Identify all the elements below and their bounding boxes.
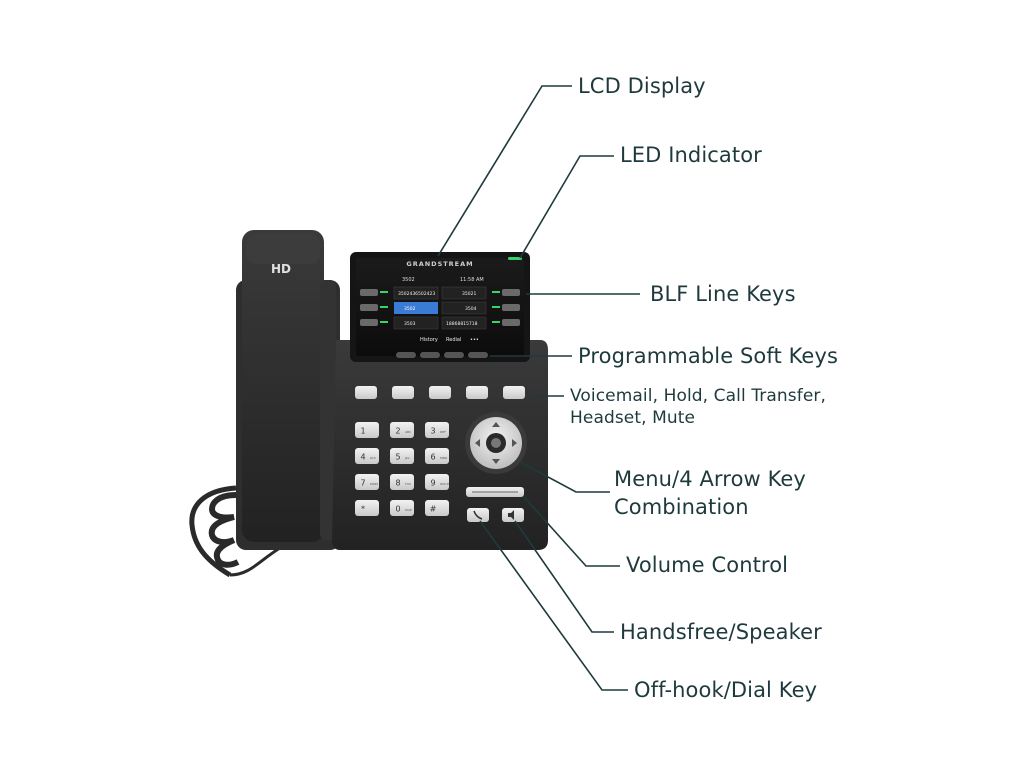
callout-volume: Volume Control	[626, 553, 789, 577]
softkey-label: Redial	[446, 337, 461, 343]
callout-function-keys: Voicemail, Hold, Call Transfer, Headset,…	[570, 386, 826, 428]
keypad-key	[355, 474, 379, 490]
voicemail-key	[355, 386, 377, 399]
keypad-key	[355, 500, 379, 516]
keypad-digit: 1	[360, 427, 365, 436]
keypad-letters: JKL	[404, 456, 410, 460]
function-keys	[355, 386, 525, 399]
screen-clock: 11:58 AM	[460, 277, 484, 283]
blf-label: 3502	[404, 306, 416, 312]
blf-line-keys	[360, 289, 520, 326]
softkey-label: History	[420, 337, 438, 343]
leader-lcd	[437, 85, 572, 257]
brand-logo: GRANDSTREAM	[406, 260, 473, 268]
keypad-key	[390, 474, 414, 490]
keypad-key	[390, 448, 414, 464]
callout-led-indicator: LED Indicator	[620, 143, 762, 167]
keypad-letters: ABC	[405, 430, 411, 434]
blf-tiles: 3502436502423 35021 3502 3504 3503 18868…	[393, 286, 487, 330]
coiled-cord	[189, 485, 240, 578]
keypad-digit: 2	[395, 427, 400, 436]
keypad-digit: 8	[395, 479, 400, 488]
keypad-letters: PQRS	[370, 482, 378, 486]
keypad-key	[425, 500, 449, 516]
blf-label: 3503	[404, 321, 416, 327]
mute-key	[503, 386, 525, 399]
phone-base	[332, 340, 548, 550]
keypad-letters: WXYZ	[440, 482, 449, 486]
hold-key	[392, 386, 414, 399]
leader-volume	[523, 496, 620, 567]
keypad-key	[390, 422, 414, 438]
headset-key	[466, 386, 488, 399]
leader-offhook	[479, 520, 628, 691]
leader-led	[519, 155, 614, 259]
leader-menu	[519, 461, 610, 493]
led-indicator	[508, 257, 522, 260]
callout-soft-keys: Programmable Soft Keys	[578, 344, 839, 368]
callout-offhook: Off-hook/Dial Key	[634, 678, 818, 702]
keypad-key	[425, 422, 449, 438]
keypad-digit: 6	[430, 453, 435, 462]
leader-handsfree	[514, 520, 614, 633]
callout-handsfree: Handsfree/Speaker	[620, 620, 822, 644]
dial-keypad: 1 2 ABC 3 DEF 4 GHI 5 JKL 6 MNO 7 PQRS 8 TUV 9 WXYZ * 0 OQZ…	[355, 422, 449, 516]
keypad-digit: *	[361, 505, 365, 514]
keypad-letters: MNO	[440, 456, 448, 460]
transfer-key	[429, 386, 451, 399]
keypad-key	[355, 422, 379, 438]
keypad-digit: 4	[360, 453, 365, 462]
blf-label: 3502436502423	[398, 291, 435, 297]
keypad-digit: 5	[395, 453, 400, 462]
hd-badge: HD	[271, 262, 291, 276]
keypad-digit: 9	[430, 479, 435, 488]
screen-line: 3502	[402, 277, 415, 283]
keypad-letters: OQZ	[405, 508, 412, 512]
softkey-label: •••	[470, 337, 479, 343]
blf-label: 18868815718	[446, 321, 478, 327]
keypad-letters: TUV	[404, 482, 412, 486]
blf-label: 35021	[462, 291, 476, 297]
callout-menu-arrow: Menu/4 Arrow Key Combination	[614, 467, 806, 519]
keypad-digit: #	[430, 505, 437, 514]
leader-lines	[437, 85, 640, 691]
keypad-key	[390, 500, 414, 516]
offhook-key	[467, 508, 489, 522]
keypad-letters: GHI	[370, 456, 376, 460]
callout-blf-line-keys: BLF Line Keys	[650, 282, 796, 306]
keypad-key	[425, 448, 449, 464]
keypad-digit: 0	[395, 505, 400, 514]
handset	[242, 230, 324, 542]
keypad-key	[355, 448, 379, 464]
lcd-display	[356, 258, 524, 356]
keypad-digit: 7	[360, 479, 365, 488]
blf-label: 3504	[465, 306, 477, 312]
callout-lcd-display: LCD Display	[578, 74, 706, 98]
programmable-soft-keys	[396, 352, 488, 358]
keypad-letters: DEF	[440, 430, 446, 434]
keypad-key	[425, 474, 449, 490]
keypad-digit: 3	[430, 427, 435, 436]
